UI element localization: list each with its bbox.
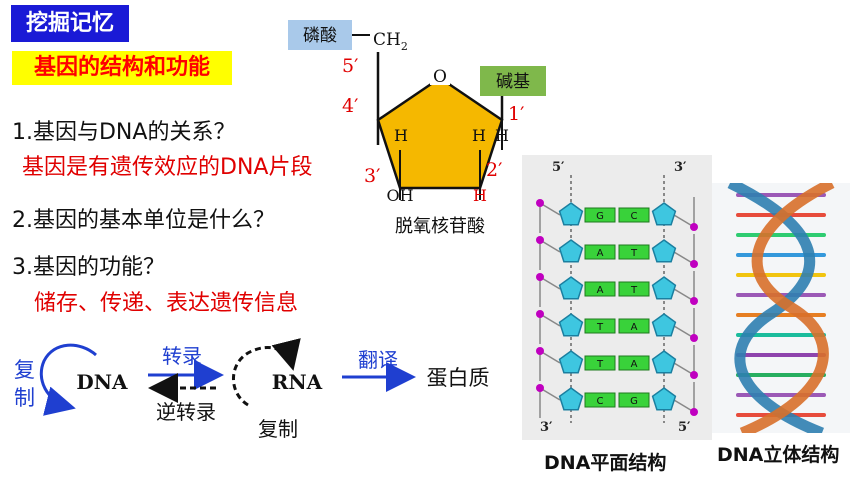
base-right (618, 244, 650, 260)
carbon-5: 5′ (342, 55, 358, 77)
base-right (618, 318, 650, 334)
helix-strand-blue (727, 183, 824, 433)
h-3-upper: H (394, 126, 408, 145)
planar-bottom-left: 3′ (540, 420, 553, 435)
replicate-left-2: 制 (14, 386, 35, 410)
replicate-bottom-label: 复制 (258, 417, 298, 441)
sugar-pentagon (651, 276, 677, 300)
reverse-transcription-label: 逆转录 (156, 400, 216, 424)
planar-bottom-right: 5′ (678, 420, 691, 435)
sugar-pentagon (558, 313, 584, 337)
deoxyribose-ring (376, 76, 504, 190)
sugar-pentagon (651, 239, 677, 263)
phosphate-dot (690, 334, 698, 342)
phosphate-label: 磷酸 (303, 26, 337, 46)
base-letter-right: A (631, 359, 638, 370)
phosphate-dot (690, 260, 698, 268)
central-dogma-diagram: 复 制 DNA 转录 逆转录 RNA 复制 翻译 蛋白质 (14, 338, 490, 441)
base-letter-left: A (597, 248, 604, 259)
base-letter-left: G (596, 211, 604, 222)
phosphate-dot (536, 384, 544, 392)
base-left (584, 355, 616, 371)
base-letter-right: A (631, 322, 638, 333)
phosphate-box (288, 20, 352, 50)
phosphate-dot (536, 347, 544, 355)
base-left (584, 207, 616, 223)
question-1: 1.基因与DNA的关系？ (12, 120, 236, 145)
phosphate-dot (536, 236, 544, 244)
phosphate-dot (536, 273, 544, 281)
base-letter-left: A (597, 285, 604, 296)
planar-top-left: 5′ (552, 160, 565, 175)
dna-3d-caption: DNA立体结构 (717, 444, 840, 466)
base-letter-left: T (596, 359, 604, 370)
carbon-4: 4′ (342, 95, 358, 117)
base-left (584, 318, 616, 334)
question-3: 3.基因的功能？ (12, 255, 165, 280)
protein-node: 蛋白质 (427, 366, 490, 390)
question-2: 2.基因的基本单位是什么？ (12, 208, 275, 233)
sugar-pentagon (558, 350, 584, 374)
h-2-lower: H (473, 186, 487, 205)
dna-planar-caption: DNA平面结构 (544, 452, 667, 474)
carbon-3: 3′ (364, 165, 380, 187)
base-left (584, 281, 616, 297)
base-letter-right: T (630, 285, 638, 296)
nucleotide-diagram: 磷酸 CH2 O 碱基 H H H OH H 5′ 4′ 3′ 2′ 1′ 脱氧… (288, 20, 546, 237)
base-letter-left: T (596, 322, 604, 333)
phosphate-dot (690, 297, 698, 305)
sugar-pentagon (651, 313, 677, 337)
base-letter-right: G (630, 396, 638, 407)
sugar-pentagon (651, 350, 677, 374)
sugar-pentagon (558, 387, 584, 411)
planar-top-right: 3′ (674, 160, 687, 175)
sugar-pentagon (651, 202, 677, 226)
dna-replication-arrow (39, 343, 97, 416)
base-right (618, 207, 650, 223)
dna-planar-panel: 5′ 3′ 3′ 5′ G C A T A T T A T A C G (522, 155, 712, 440)
nucleotide-caption: 脱氧核苷酸 (395, 216, 485, 237)
carbon-2: 2′ (486, 159, 502, 181)
base-right (618, 392, 650, 408)
oh-label: OH (386, 186, 413, 205)
translation-label: 翻译 (358, 348, 398, 372)
base-right (618, 355, 650, 371)
sugar-pentagon (558, 202, 584, 226)
section-badge: 挖掘记忆 (11, 5, 129, 42)
carbon-1: 1′ (508, 103, 524, 125)
base-right (618, 281, 650, 297)
helix-strand-orange (739, 183, 835, 433)
base-left (584, 244, 616, 260)
answer-1: 基因是有遗传效应的DNA片段 (22, 155, 313, 180)
h-1: H (495, 126, 509, 145)
base-box (480, 66, 546, 96)
transcription-label: 转录 (162, 344, 202, 368)
topic-badge: 基因的结构和功能 (12, 51, 232, 85)
phosphate-dot (690, 371, 698, 379)
base-label: 碱基 (496, 72, 530, 92)
ring-oxygen: O (433, 67, 447, 87)
sugar-pentagon (651, 387, 677, 411)
base-left (584, 392, 616, 408)
base-letter-right: C (631, 211, 638, 222)
base-letter-left: C (597, 396, 604, 407)
phosphate-dot (690, 408, 698, 416)
phosphate-dot (690, 223, 698, 231)
rna-node: RNA (272, 370, 323, 394)
answer-3: 储存、传递、表达遗传信息 (34, 291, 299, 316)
phosphate-dot (536, 199, 544, 207)
base-letter-right: T (630, 248, 638, 259)
sugar-pentagon (558, 239, 584, 263)
replicate-left-1: 复 (14, 358, 35, 382)
dna-helix-panel (712, 183, 850, 433)
h-2-upper: H (472, 126, 486, 145)
phosphate-dot (536, 310, 544, 318)
dna-node: DNA (76, 370, 128, 394)
ch2-label: CH2 (373, 30, 408, 53)
sugar-pentagon (558, 276, 584, 300)
